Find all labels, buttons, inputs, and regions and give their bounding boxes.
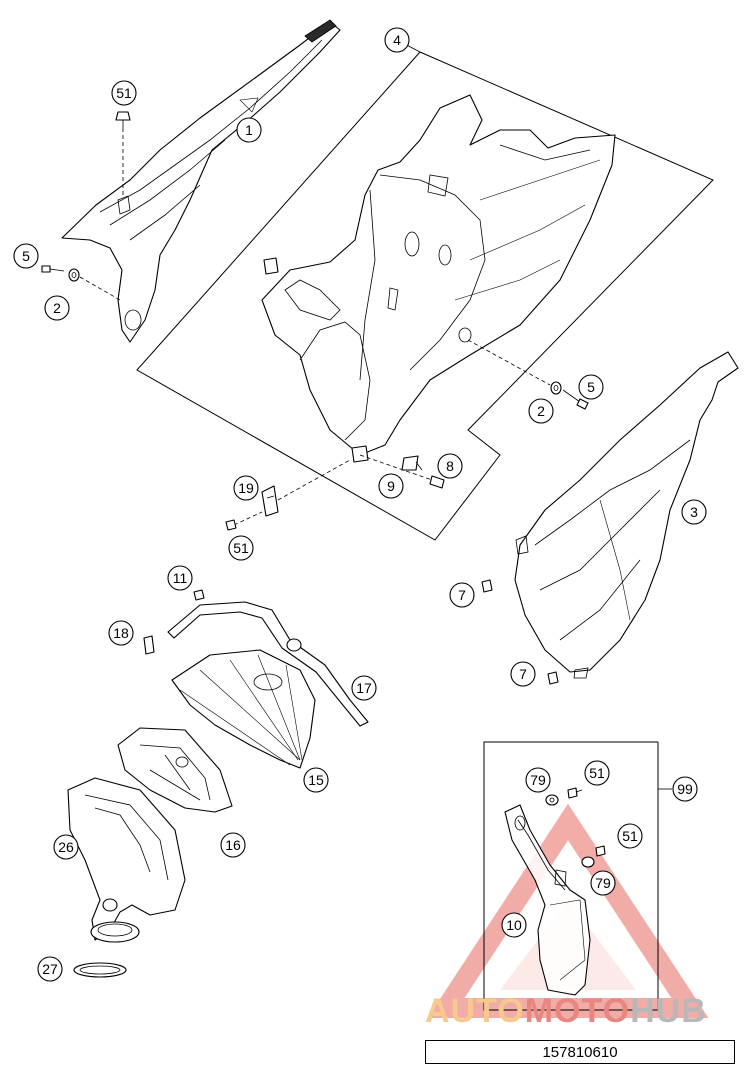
callout-3: 3 bbox=[681, 499, 707, 525]
callout-99: 99 bbox=[672, 776, 698, 802]
callout-text: 5 bbox=[587, 379, 595, 395]
callout-51: 51 bbox=[111, 80, 137, 106]
callout-text: 18 bbox=[113, 625, 129, 641]
callout-18: 18 bbox=[108, 620, 134, 646]
callout-16: 16 bbox=[220, 832, 246, 858]
part-16-filter-cage bbox=[117, 727, 233, 813]
part-26-intake-boot bbox=[67, 777, 186, 943]
callout-10: 10 bbox=[501, 912, 527, 938]
callout-text: 51 bbox=[233, 540, 249, 556]
drawing-code: 157810610 bbox=[542, 1043, 618, 1061]
watermark-part-1: AUTO bbox=[425, 992, 525, 1030]
callout-7: 7 bbox=[449, 582, 475, 608]
callout-text: 9 bbox=[387, 478, 395, 494]
callout-5: 5 bbox=[578, 374, 604, 400]
part-1-left-side-panel bbox=[61, 19, 341, 343]
callout-2: 2 bbox=[528, 398, 554, 424]
callout-labels: 51 1 5 2 4 5 2 8 9 19 51 3 7 7 11 18 17 … bbox=[13, 27, 707, 982]
callout-text: 2 bbox=[53, 300, 61, 316]
bolt-51-top bbox=[115, 111, 131, 195]
drawing-code-box: 157810610 bbox=[425, 1040, 735, 1064]
part-15-air-filter bbox=[171, 649, 316, 769]
callout-1: 1 bbox=[236, 117, 262, 143]
callout-79: 79 bbox=[590, 870, 616, 896]
callout-text: 5 bbox=[22, 248, 30, 264]
callout-text: 7 bbox=[458, 587, 466, 603]
part-10-kit-cover bbox=[504, 804, 591, 996]
callout-text: 10 bbox=[506, 917, 522, 933]
callout-text: 27 bbox=[42, 961, 58, 977]
callout-text: 8 bbox=[446, 458, 454, 474]
callout-text: 51 bbox=[622, 828, 638, 844]
callout-26: 26 bbox=[53, 834, 79, 860]
callout-text: 17 bbox=[356, 680, 372, 696]
part-17-strap bbox=[167, 601, 369, 727]
kit-washers-and-bolts bbox=[545, 787, 606, 868]
callout-text: 79 bbox=[530, 772, 546, 788]
callout-15: 15 bbox=[303, 767, 329, 793]
callout-text: 99 bbox=[677, 781, 693, 797]
callout-5: 5 bbox=[13, 243, 39, 269]
bracket-19-and-bolt-51 bbox=[225, 459, 351, 531]
bolt-and-washer-right bbox=[467, 339, 589, 410]
screws-7 bbox=[481, 579, 559, 685]
callout-text: 1 bbox=[245, 122, 253, 138]
watermark-text: AUTOMOTOHUB bbox=[425, 992, 707, 1031]
part-4-airbox bbox=[261, 94, 616, 471]
part-3-right-side-panel bbox=[514, 351, 739, 679]
callout-text: 4 bbox=[393, 32, 401, 48]
callout-27: 27 bbox=[37, 956, 63, 982]
watermark-part-2: MOTO bbox=[524, 992, 631, 1030]
kit-99-frame bbox=[483, 741, 672, 1011]
callout-text: 19 bbox=[238, 480, 254, 496]
callout-text: 79 bbox=[595, 875, 611, 891]
callout-8: 8 bbox=[437, 453, 463, 479]
callout-51: 51 bbox=[617, 823, 643, 849]
callout-9: 9 bbox=[378, 473, 404, 499]
callout-79: 79 bbox=[525, 767, 551, 793]
callout-text: 16 bbox=[225, 837, 241, 853]
callout-text: 26 bbox=[58, 839, 74, 855]
callout-text: 7 bbox=[519, 666, 527, 682]
watermark-part-3: HUB bbox=[630, 992, 707, 1030]
callout-text: 3 bbox=[690, 504, 698, 520]
callout-51: 51 bbox=[228, 535, 254, 561]
nut-11-and-pin-18 bbox=[143, 589, 205, 655]
callout-11: 11 bbox=[167, 565, 193, 591]
callout-17: 17 bbox=[351, 675, 377, 701]
part-27-clamp bbox=[73, 962, 127, 978]
callout-2: 2 bbox=[44, 295, 70, 321]
callout-51: 51 bbox=[584, 760, 610, 786]
callout-text: 2 bbox=[537, 403, 545, 419]
callout-text: 51 bbox=[116, 85, 132, 101]
callout-text: 11 bbox=[173, 570, 188, 586]
callout-7: 7 bbox=[510, 661, 536, 687]
bolt-and-washer-left bbox=[41, 265, 121, 301]
clip-8-and-screw-9 bbox=[359, 454, 445, 489]
callout-4: 4 bbox=[384, 27, 410, 53]
callout-text: 15 bbox=[308, 772, 324, 788]
callout-text: 51 bbox=[589, 765, 605, 781]
callout-19: 19 bbox=[233, 475, 259, 501]
